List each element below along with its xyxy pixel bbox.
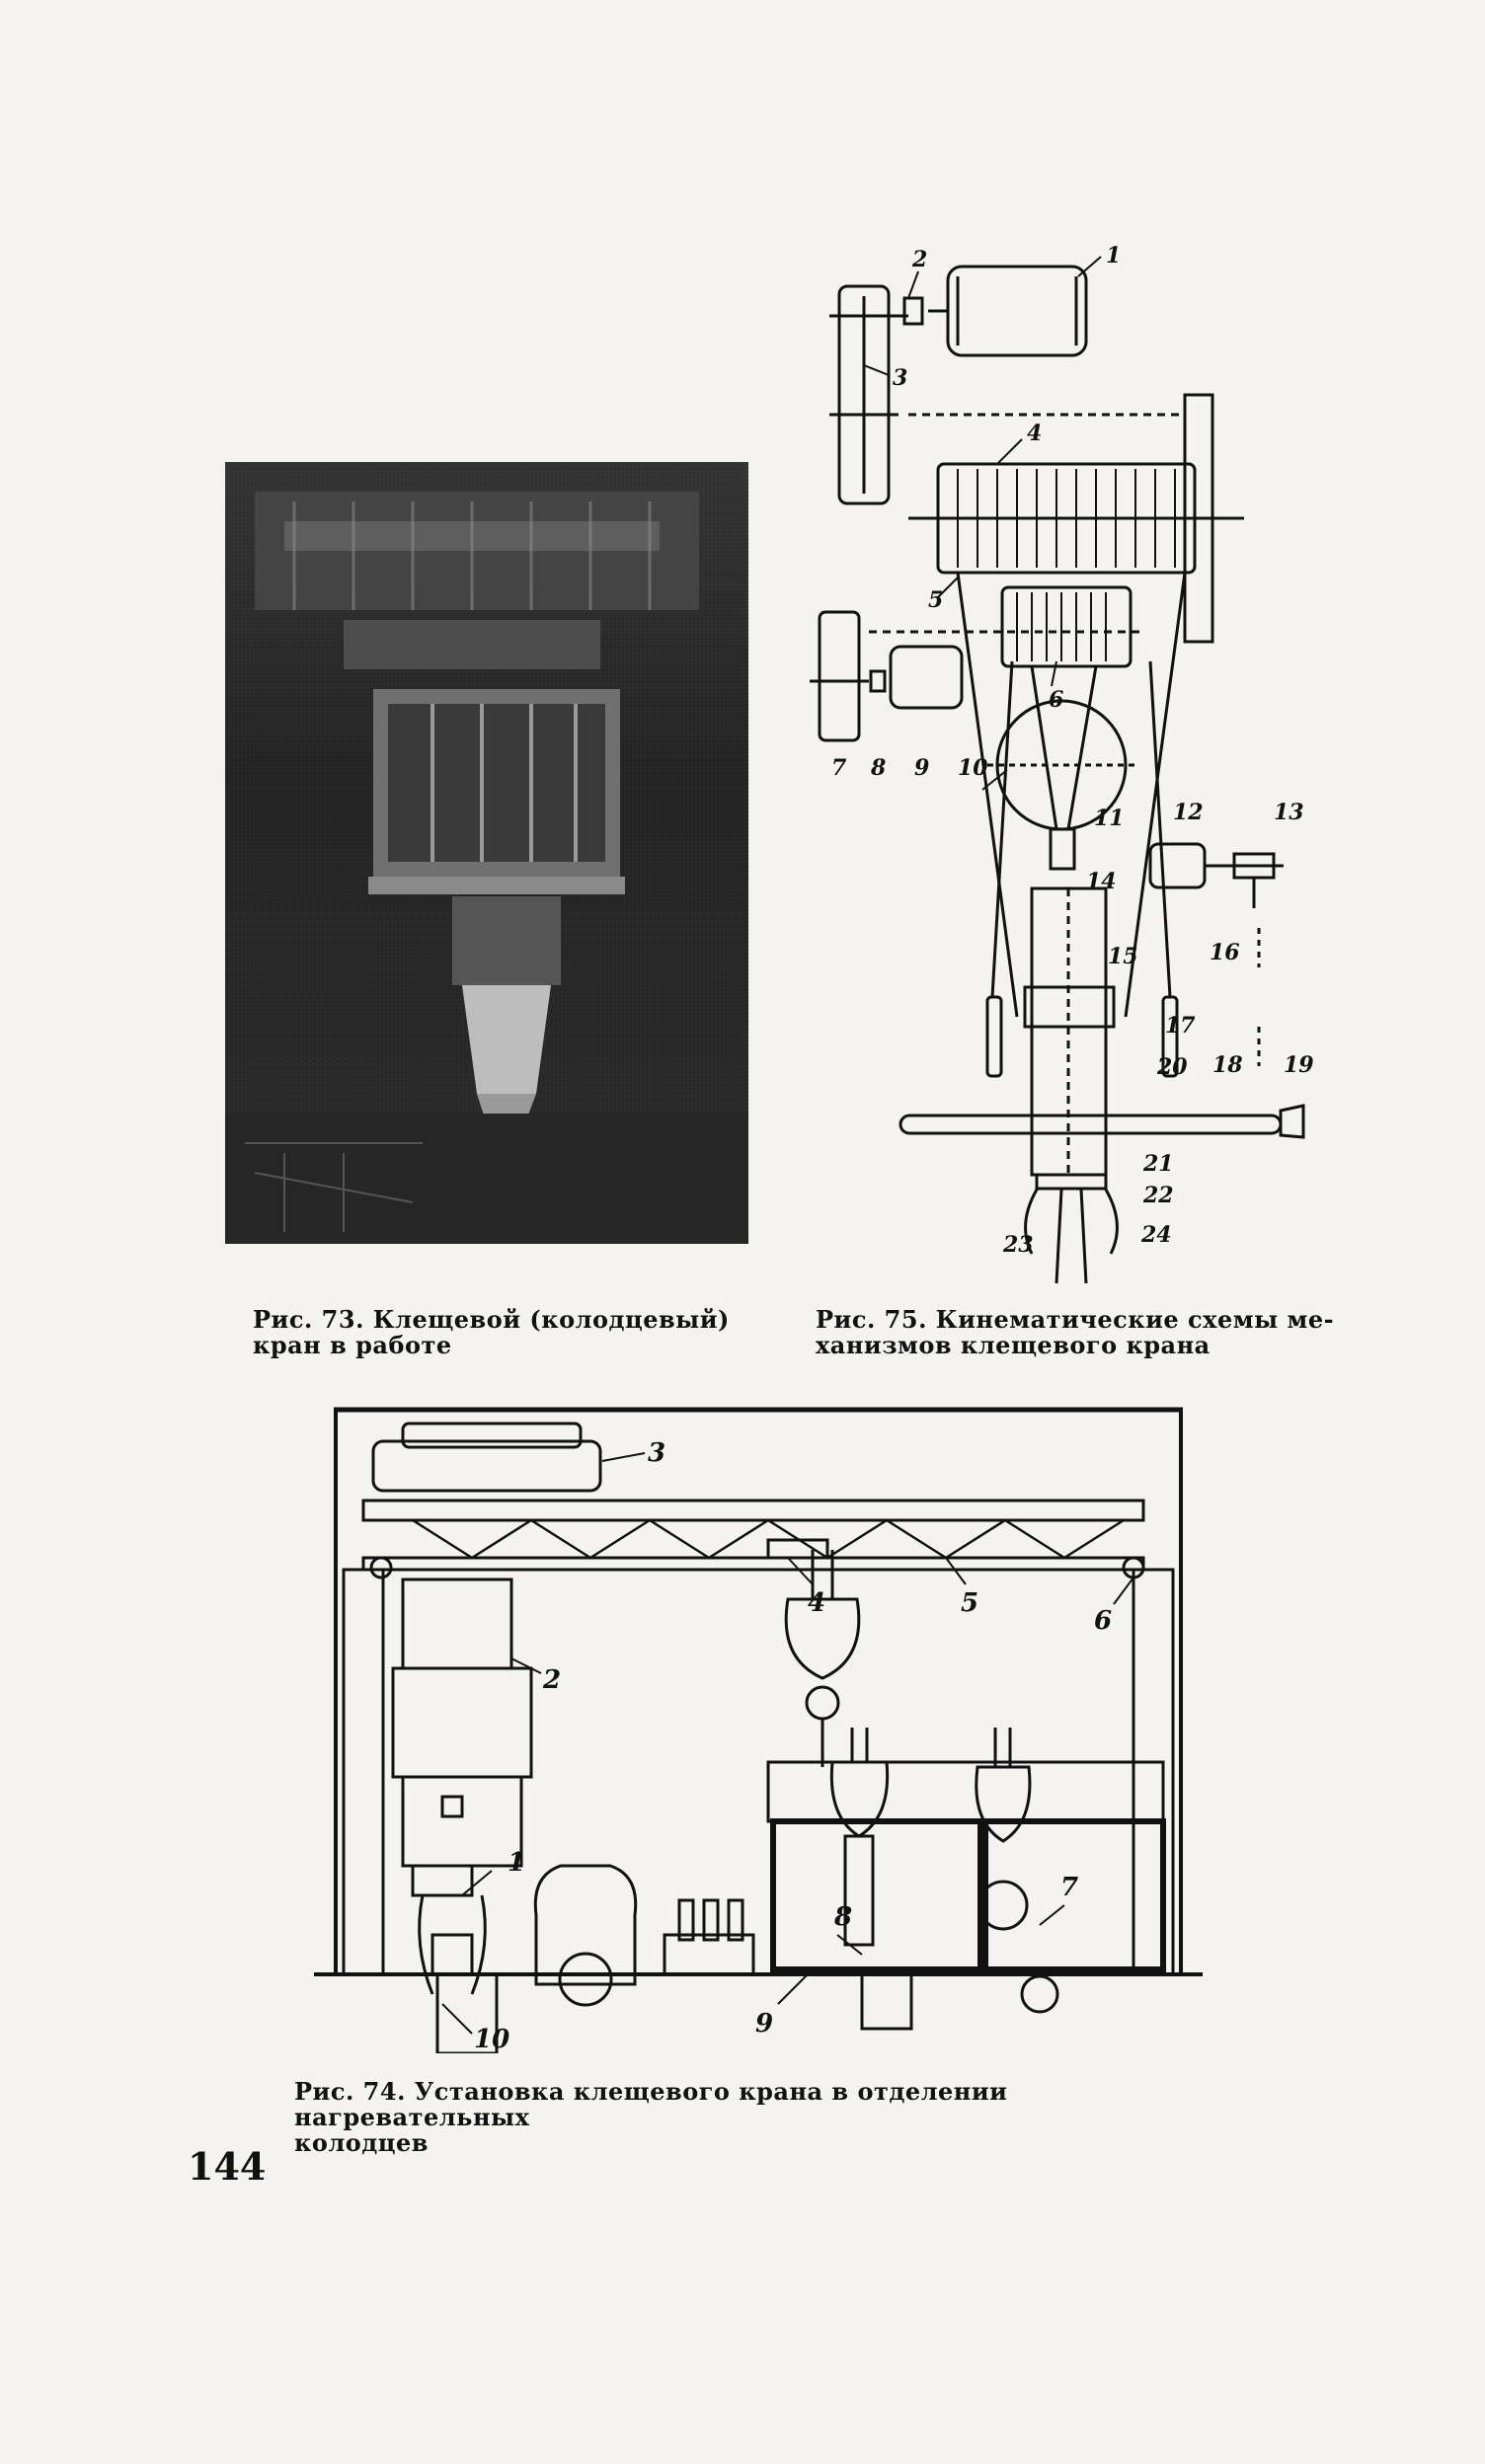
fig74-label-10: 10: [474, 2025, 509, 2053]
figure-74-caption-line1: Рис. 74. Установка клещевого крана в отд…: [294, 2077, 1008, 2131]
figure-73-caption-line2: кран в работе: [253, 1331, 452, 1359]
figure-75-caption-line1: Рис. 75. Кинематические схемы ме-: [816, 1305, 1335, 1334]
fig74-label-8: 8: [833, 1902, 852, 1932]
fig75-label-10: 10: [958, 755, 988, 781]
fig75-label-4: 4: [1027, 421, 1042, 446]
fig75-label-17: 17: [1165, 1013, 1196, 1039]
page-number: 144: [188, 2144, 267, 2189]
fig75-label-8: 8: [870, 755, 886, 781]
figure-73-photo: [225, 462, 748, 1244]
fig74-label-7: 7: [1060, 1873, 1078, 1902]
fig75-label-3: 3: [893, 365, 907, 391]
fig75-label-22: 22: [1142, 1183, 1174, 1208]
figure-75-diagram: 1 2 3 4 5 6 7 8 9 10 11 12 13 14 15 16 1…: [810, 237, 1363, 1303]
fig74-label-6: 6: [1094, 1606, 1112, 1636]
fig75-label-1: 1: [1106, 243, 1121, 269]
fig75-label-14: 14: [1086, 869, 1117, 894]
fig75-label-20: 20: [1156, 1054, 1188, 1080]
fig75-label-5: 5: [928, 587, 943, 613]
fig75-label-11: 11: [1094, 806, 1125, 831]
fig75-label-23: 23: [1002, 1232, 1034, 1258]
fig74-label-1: 1: [508, 1848, 525, 1878]
figure-73-caption: Рис. 73. Клещевой (колодцевый) кран в ра…: [253, 1307, 746, 1358]
fig75-label-16: 16: [1210, 940, 1240, 965]
figure-75-caption: Рис. 75. Кинематические схемы ме- ханизм…: [816, 1307, 1368, 1358]
figure-74-diagram: 1 2 3 4 5 6 7 8 9 10: [314, 1402, 1203, 2055]
fig74-label-5: 5: [961, 1588, 978, 1618]
fig75-label-12: 12: [1173, 800, 1204, 825]
fig75-label-18: 18: [1212, 1052, 1243, 1078]
fig75-label-7: 7: [831, 755, 847, 781]
fig74-label-9: 9: [755, 2009, 773, 2039]
figure-74-caption-line2: колодцев: [294, 2128, 429, 2157]
crane-installation-drawing: 1 2 3 4 5 6 7 8 9 10: [314, 1407, 1203, 2055]
fig74-label-4: 4: [808, 1588, 825, 1618]
fig75-label-9: 9: [914, 755, 929, 781]
fig75-label-24: 24: [1140, 1222, 1172, 1248]
fig74-label-2: 2: [542, 1665, 561, 1695]
crane-photo-image: [225, 462, 748, 1244]
fig74-label-3: 3: [648, 1438, 665, 1468]
fig75-label-6: 6: [1049, 687, 1063, 713]
kinematic-schemes-diagram: 1 2 3 4 5 6 7 8 9 10 11 12 13 14 15 16 1…: [810, 243, 1314, 1284]
fig75-label-13: 13: [1274, 800, 1304, 825]
fig75-label-19: 19: [1284, 1052, 1314, 1078]
figure-73-caption-line1: Рис. 73. Клещевой (колодцевый): [253, 1305, 730, 1334]
figure-74-caption: Рис. 74. Установка клещевого крана в отд…: [294, 2079, 1242, 2156]
figure-75-caption-line2: ханизмов клещевого крана: [816, 1331, 1211, 1359]
fig75-label-2: 2: [911, 247, 927, 272]
fig75-label-15: 15: [1108, 944, 1138, 969]
fig75-label-21: 21: [1142, 1151, 1174, 1177]
